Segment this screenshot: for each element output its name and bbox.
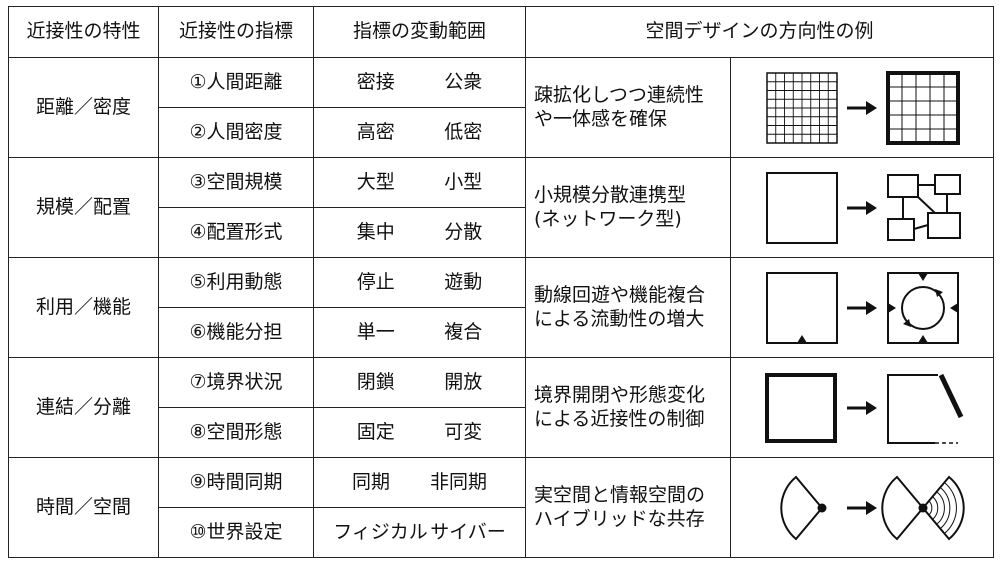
header-direction: 空間デザインの方向性の例 [524,6,995,58]
range-from: 同期 [351,470,390,493]
table-row: 時間／空間 ⑨時間同期 同期 非同期 実空間と情報空間のハイブリッドな共存 [8,457,995,558]
single-entry-to-circulation-figure [765,271,959,344]
direction-line: (ネットワーク型) [534,207,682,230]
table-row: ④配置形式 集中 分散 [9,207,994,258]
header-row: 近接性の特性 近接性の指標 指標の変動範囲 空間デザインの方向性の例 [8,6,995,58]
closed-to-open-boundary-figure [764,372,963,444]
range-cell: 密接 公衆 [313,57,526,108]
indicator-cell: ③空間規模 [158,157,314,208]
table-row: ⑩世界設定 フィジカルサイバー [9,507,994,558]
indicator-cell: ⑤利用動態 [158,257,314,308]
range-to: 小型 [444,170,483,193]
direction-line: 小規模分散連携型 [534,183,687,206]
range-from: 高密 [356,120,395,143]
range-to: 公衆 [444,70,483,93]
table-row: ②人間密度 高密 低密 [9,107,994,158]
range-from: 密接 [356,70,395,93]
range-to: 非同期 [429,470,487,493]
range-cell: 高密 低密 [313,107,526,158]
range-cell: 固定 可変 [313,407,526,458]
range-cell: 大型 小型 [313,157,526,208]
direction-line: 境界開閉や形態変化 [534,383,706,406]
direction-line: ハイブリッドな共存 [534,507,705,530]
range-to: 分散 [444,220,483,243]
indicator-cell: ①人間距離 [158,57,314,108]
direction-line: による流動性の増大 [534,307,705,330]
range-cell: 停止 遊動 [313,257,526,308]
direction-line: による近接性の制御 [534,407,705,430]
direction-line: 実空間と情報空間の [534,483,706,506]
indicator-cell: ⑨時間同期 [158,457,314,508]
indicator-cell: ⑧空間形態 [158,407,314,458]
figure-cell [729,57,995,158]
header-characteristic: 近接性の特性 [8,6,159,58]
characteristic-cell: 利用／機能 [8,257,159,358]
figure-cell [729,457,995,558]
direction-cell: 小規模分散連携型(ネットワーク型) [525,157,731,258]
range-to: サイバー [430,520,506,543]
table-row: 利用／機能 ⑤利用動態 停止 遊動 動線回遊や機能複合による流動性の増大 [8,257,995,358]
range-cell: 集中 分散 [313,207,526,258]
direction-cell: 実空間と情報空間のハイブリッドな共存 [525,457,731,558]
table-row: ⑧空間形態 固定 可変 [9,407,994,458]
range-from: 固定 [356,420,395,443]
range-to: 複合 [444,320,483,343]
indicator-cell: ⑥機能分担 [158,307,314,358]
figure-cell [729,257,995,358]
range-from: 単一 [356,320,395,343]
indicator-cell: ④配置形式 [158,207,314,258]
table-row: 規模／配置 ③空間規模 大型 小型 小規模分散連携型(ネットワーク型) [8,157,995,258]
direction-line: や一体感を確保 [534,107,668,130]
figure-cell [729,357,995,458]
indicator-cell: ②人間密度 [158,107,314,158]
characteristic-cell: 距離／密度 [8,57,159,158]
indicator-cell: ⑦境界状況 [158,357,314,408]
indicator-cell: ⑩世界設定 [158,507,314,558]
table-row: 連結／分離 ⑦境界状況 閉鎖 開放 境界開閉や形態変化による近接性の制御 [8,357,995,458]
characteristic-cell: 時間／空間 [8,457,159,558]
range-cell: 同期 非同期 [313,457,526,508]
range-cell: フィジカルサイバー [313,507,526,558]
figure-cell [729,157,995,258]
grid-to-framed-grid-figure [765,70,960,145]
proximity-table: 近接性の特性 近接性の指標 指標の変動範囲 空間デザインの方向性の例 距離／密度… [8,6,995,558]
arrow-icon [846,400,877,415]
range-to: 遊動 [444,270,483,293]
characteristic-cell: 規模／配置 [8,157,159,258]
square-to-network-figure [765,171,961,244]
range-from: 閉鎖 [356,370,395,393]
characteristic-cell: 連結／分離 [8,357,159,458]
direction-line: 動線回遊や機能複合 [534,283,706,306]
header-range: 指標の変動範囲 [313,6,526,58]
range-to: 低密 [444,120,483,143]
range-cell: 単一 複合 [313,307,526,358]
table-row: 距離／密度 ①人間距離 密接 公衆 疎拡化しつつ連続性や一体感を確保 [8,57,995,158]
range-from: フィジカル [333,520,428,543]
arrow-icon [846,300,877,315]
arrow-icon [846,500,877,515]
direction-cell: 動線回遊や機能複合による流動性の増大 [525,257,731,358]
range-to: 可変 [444,420,483,443]
range-to: 開放 [444,370,483,393]
range-from: 停止 [356,270,395,293]
range-from: 集中 [356,220,395,243]
arrow-icon [846,200,877,215]
header-indicator: 近接性の指標 [158,6,314,58]
fan-to-bowtie-figure [779,475,965,540]
range-cell: 閉鎖 開放 [313,357,526,408]
direction-cell: 疎拡化しつつ連続性や一体感を確保 [525,57,731,158]
direction-line: 疎拡化しつつ連続性 [534,83,704,106]
direction-cell: 境界開閉や形態変化による近接性の制御 [525,357,731,458]
arrow-icon [846,100,877,115]
range-from: 大型 [356,170,395,193]
